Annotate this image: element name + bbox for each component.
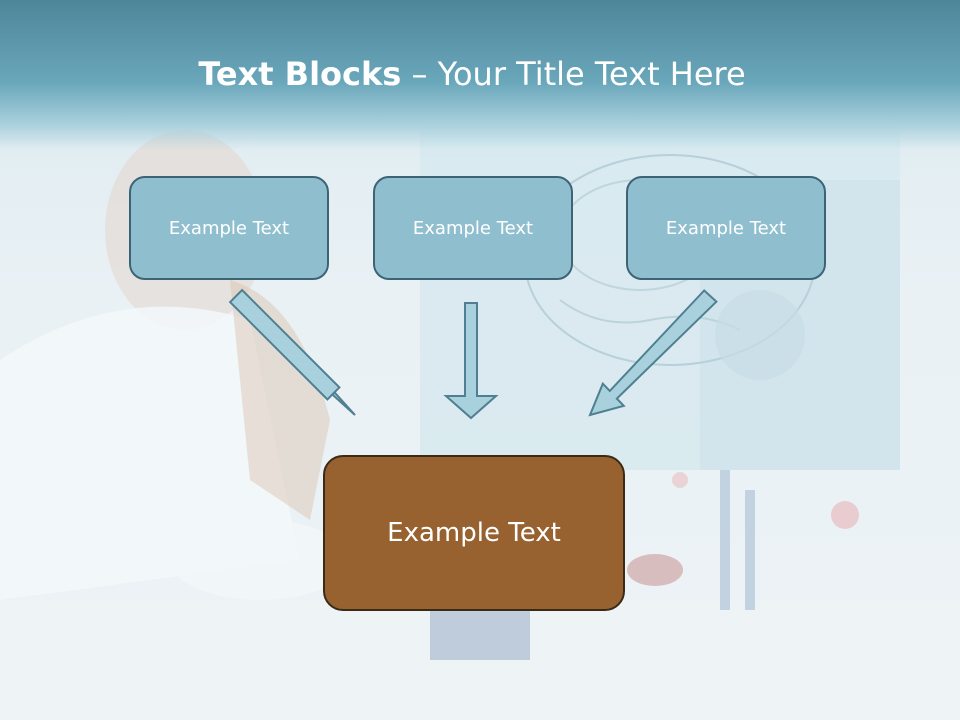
title-band	[0, 0, 960, 150]
text-block-2[interactable]: Example Text	[373, 176, 573, 280]
text-block-2-label: Example Text	[412, 217, 534, 239]
text-block-3-label: Example Text	[665, 217, 787, 239]
slide-title: Text Blocks – Your Title Text Here	[0, 52, 944, 96]
result-block-label: Example Text	[387, 518, 561, 548]
text-block-3[interactable]: Example Text	[626, 176, 826, 280]
title-rest: – Your Title Text Here	[401, 55, 746, 93]
title-bold: Text Blocks	[198, 55, 402, 93]
result-block[interactable]: Example Text	[323, 455, 625, 611]
text-block-1-label: Example Text	[168, 217, 290, 239]
text-block-1[interactable]: Example Text	[129, 176, 329, 280]
